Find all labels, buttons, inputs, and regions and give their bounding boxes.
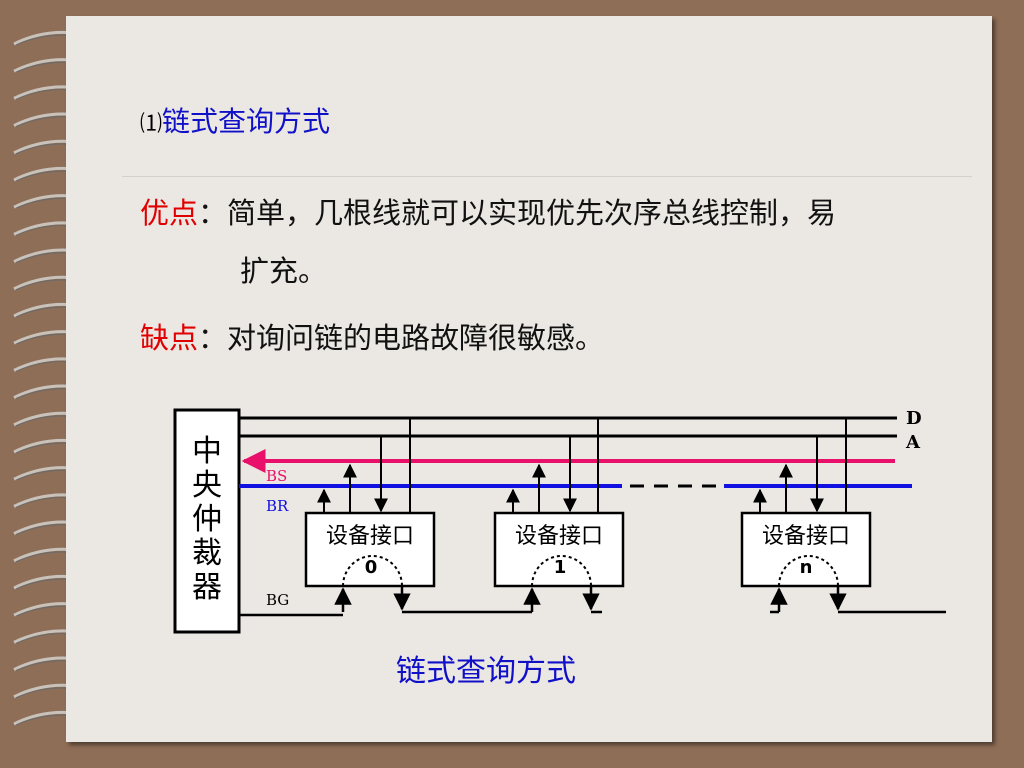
title-divider	[122, 176, 972, 177]
title-text: 链式查询方式	[162, 105, 331, 138]
advantage-colon: ：	[198, 196, 228, 230]
diagram-caption: 链式查询方式	[396, 654, 576, 689]
disadvantage-line: 缺点：对询问链的电路故障很敏感。	[140, 315, 604, 357]
advantage-label: 优点	[140, 196, 199, 230]
disadvantage-text: 对询问链的电路故障很敏感。	[227, 321, 605, 355]
advantage-line: 优点：简单，几根线就可以实现优先次序总线控制，易	[140, 190, 836, 232]
title-number: ⑴	[140, 112, 163, 137]
advantage-text: 简单，几根线就可以实现优先次序总线控制，易	[227, 196, 837, 230]
disadvantage-label: 缺点	[140, 321, 199, 355]
slide-title: ⑴链式查询方式	[140, 100, 330, 140]
disadvantage-colon: ：	[198, 321, 228, 355]
advantage-line-2: 扩充。	[240, 254, 328, 288]
